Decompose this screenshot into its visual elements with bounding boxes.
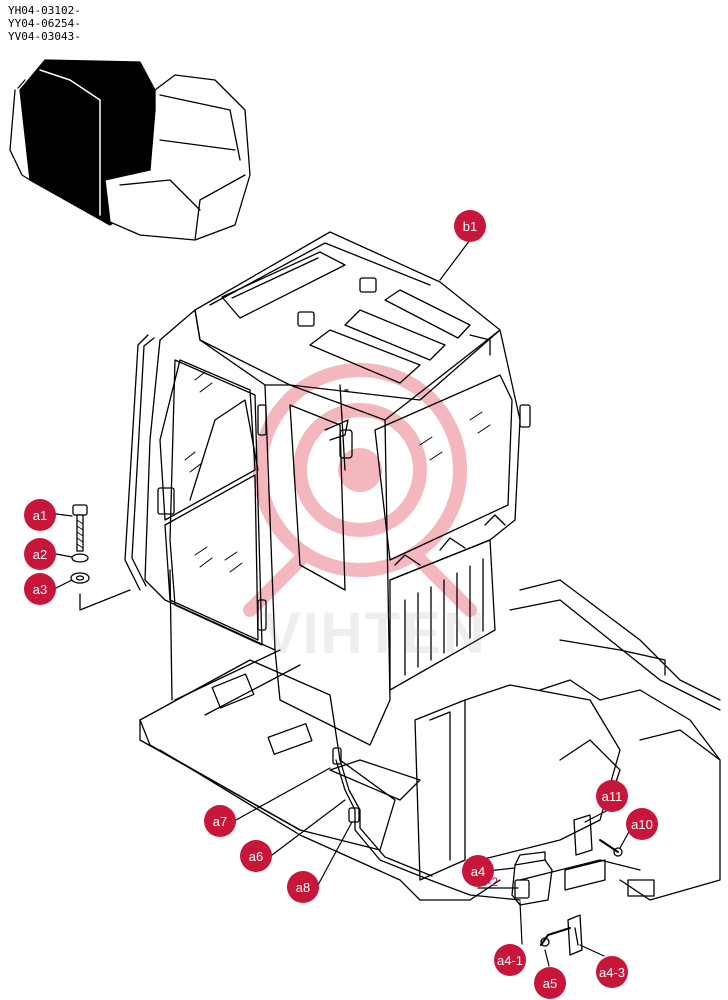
serial-number: YV04-03043- bbox=[8, 30, 81, 43]
serial-number: YH04-03102- bbox=[8, 4, 81, 17]
callout-a4[interactable]: a4 bbox=[462, 855, 494, 887]
logo-watermark-icon bbox=[243, 363, 477, 617]
brand-watermark: VIHTEN bbox=[262, 601, 487, 666]
callout-a7[interactable]: a7 bbox=[204, 805, 236, 837]
callout-b1[interactable]: b1 bbox=[454, 210, 486, 242]
callout-a4-1[interactable]: a4-1 bbox=[494, 944, 526, 976]
callout-a8[interactable]: a8 bbox=[287, 871, 319, 903]
cab-outline-drawing bbox=[70, 231, 721, 956]
serial-number: YY04-06254- bbox=[8, 17, 81, 30]
callout-a10[interactable]: a10 bbox=[626, 808, 658, 840]
callout-a5[interactable]: a5 bbox=[534, 967, 566, 999]
callout-a6[interactable]: a6 bbox=[240, 840, 272, 872]
callout-a11[interactable]: a11 bbox=[596, 780, 628, 812]
callout-a2[interactable]: a2 bbox=[24, 538, 56, 570]
machine-thumbnail bbox=[9, 59, 251, 241]
callout-a3[interactable]: a3 bbox=[24, 573, 56, 605]
callout-a4-3[interactable]: a4-3 bbox=[596, 956, 628, 988]
callout-a4-2[interactable]: a4-2 bbox=[473, 875, 499, 889]
callout-a1[interactable]: a1 bbox=[24, 499, 56, 531]
serial-number-list: YH04-03102- YY04-06254- YV04-03043- bbox=[8, 4, 81, 43]
